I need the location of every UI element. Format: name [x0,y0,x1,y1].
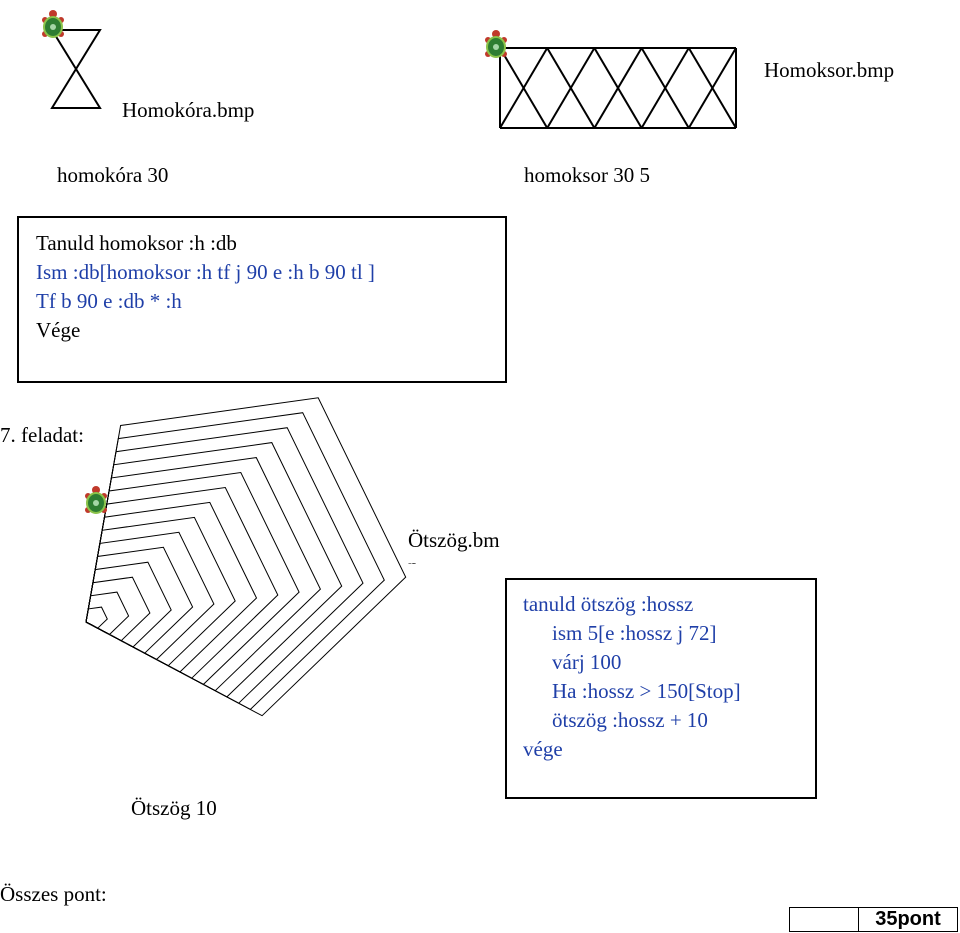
otszog-command: Ötszög 10 [131,796,217,820]
code-line: Tanuld homoksor :h :db [36,231,237,255]
sandrow-figure [499,47,737,129]
code-line: Ha :hossz > 150[Stop] [552,679,741,703]
turtle-icon [483,30,509,65]
turtle-icon [83,486,109,521]
task-heading: 7. feladat: [0,423,84,447]
pentagon-outline [85,457,322,692]
code-line: Vége [36,318,81,342]
total-points-label: Összes pont: [0,882,107,906]
pentagon-outline [85,606,108,629]
pentagon-spiral-figure [85,397,407,717]
pentagon-outline [85,412,385,711]
code-box-homoksor: Tanuld homoksor :h :db Ism :db[homoksor … [17,216,507,383]
score-cell: 35pont [858,907,958,932]
pentagon-outline [85,561,172,648]
turtle-icon [40,10,66,45]
score-empty-cell [789,907,859,932]
otszog-filename-tail: p [408,554,419,564]
code-line: ötszög :hossz + 10 [552,708,708,732]
code-line: vége [523,737,563,761]
homoksor-command: homoksor 30 5 [524,163,650,187]
score-table: 35pont [789,907,958,932]
homokora-filename: Homokóra.bmp [122,98,255,122]
code-line: Ism :db[homoksor :h tf j 90 e :h b 90 tl… [36,260,375,284]
code-line: tanuld ötszög :hossz [523,592,694,616]
homokora-command: homokóra 30 [57,163,169,187]
code-box-otszog: tanuld ötszög :hossz ism 5[e :hossz j 72… [505,578,817,799]
otszog-filename: Ötszög.bm [408,528,500,552]
code-line: ism 5[e :hossz j 72] [552,621,717,645]
pentagon-outline [85,516,236,667]
pentagon-outline [85,397,407,717]
code-line: Tf b 90 e :db * :h [36,289,182,313]
pentagon-outline [85,501,258,673]
homoksor-filename: Homoksor.bmp [764,58,895,82]
pentagon-outline [85,576,151,642]
code-line: várj 100 [552,650,622,674]
pentagon-outline [85,591,130,636]
hourglass-figure [50,29,102,109]
pentagon-outline [85,471,300,686]
